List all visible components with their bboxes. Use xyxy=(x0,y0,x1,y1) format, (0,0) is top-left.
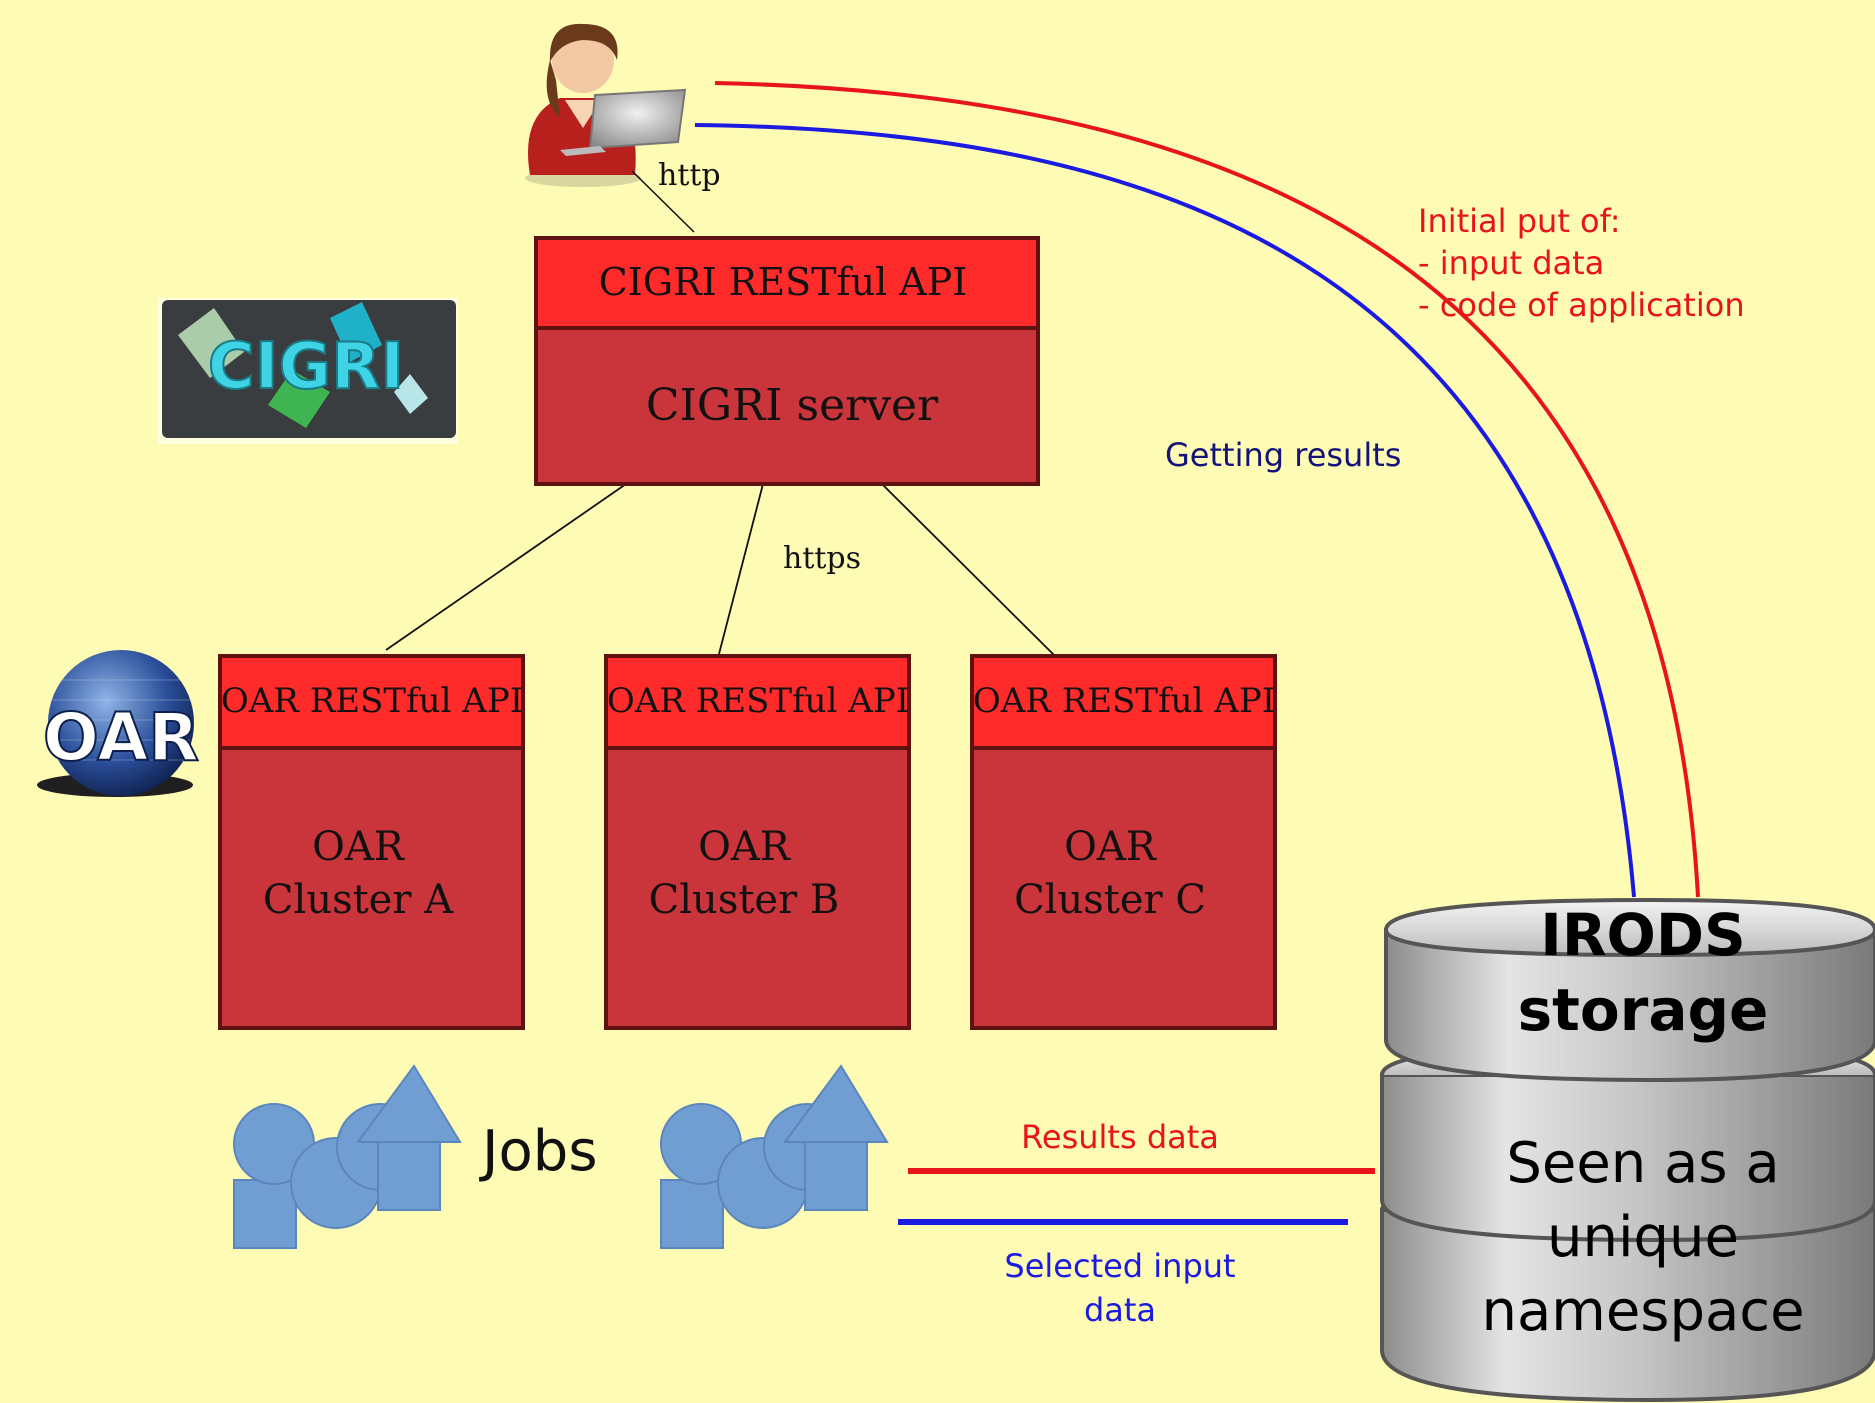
getting-results-curve xyxy=(694,123,1636,898)
oar-cluster-a: OAR RESTful API OAR Cluster A xyxy=(218,654,525,1030)
results-data-label: Results data xyxy=(1021,1118,1219,1156)
laptop-icon xyxy=(560,88,687,156)
cigri-api-label: CIGRI RESTful API xyxy=(599,260,968,304)
jobs-shapes-icon xyxy=(233,1064,462,1249)
oar-api-box xyxy=(970,654,1277,750)
initial-put-item-input: - input data xyxy=(1418,244,1604,282)
http-label: http xyxy=(658,158,721,193)
irods-description-3: namespace xyxy=(1481,1279,1804,1344)
oar-cluster-name: OAR xyxy=(312,824,406,870)
oar-api-label: OAR RESTful API xyxy=(973,681,1275,721)
jobs-shapes-icon xyxy=(660,1064,889,1249)
oar-cluster-name: OAR xyxy=(1064,824,1158,870)
oar-cluster-letter: Cluster B xyxy=(649,877,840,923)
oar-cluster-letter: Cluster C xyxy=(1014,877,1206,923)
oar-api-box xyxy=(604,654,911,750)
initial-put-label: Initial put of: xyxy=(1418,202,1621,240)
initial-put-item-code: - code of application xyxy=(1418,286,1745,324)
oar-api-label: OAR RESTful API xyxy=(607,681,909,721)
cigri-server-label: CIGRI server xyxy=(646,380,939,431)
irods-storage-icon xyxy=(1380,897,1875,1403)
connector-to-cluster-a xyxy=(385,483,627,651)
oar-api-box xyxy=(218,654,525,750)
irods-subtitle: storage xyxy=(1518,976,1769,1044)
selected-input-label: Selected input xyxy=(1004,1247,1235,1285)
user-avatar-icon xyxy=(525,23,687,187)
cigri-server-box xyxy=(534,326,1040,486)
oar-cluster-box xyxy=(970,746,1277,1030)
cigri-logo-text: CIGRI xyxy=(208,330,404,404)
oar-cluster-b: OAR RESTful API OAR Cluster B xyxy=(604,654,911,1030)
jobs-label: Jobs xyxy=(479,1119,598,1184)
http-connector xyxy=(631,170,695,233)
oar-cluster-box xyxy=(604,746,911,1030)
initial-put-curve xyxy=(714,81,1700,898)
oar-logo-text: OAR xyxy=(43,699,199,776)
cigri-logo: CIGRI xyxy=(158,298,458,444)
cigri-api-box xyxy=(534,236,1040,330)
oar-cluster-letter: Cluster A xyxy=(263,877,454,923)
connector-to-cluster-b xyxy=(718,483,764,655)
irods-description-1: Seen as a xyxy=(1506,1131,1779,1196)
oar-logo: OAR xyxy=(37,650,200,797)
irods-description-2: unique xyxy=(1547,1205,1739,1270)
oar-api-label: OAR RESTful API xyxy=(221,681,523,721)
oar-cluster-name: OAR xyxy=(698,824,792,870)
oar-cluster-c: OAR RESTful API OAR Cluster C xyxy=(970,654,1277,1030)
connector-to-cluster-c xyxy=(881,483,1056,657)
getting-results-label: Getting results xyxy=(1165,436,1401,474)
irods-title: IRODS xyxy=(1540,901,1745,969)
selected-input-label-2: data xyxy=(1084,1291,1156,1329)
https-label: https xyxy=(783,541,861,576)
